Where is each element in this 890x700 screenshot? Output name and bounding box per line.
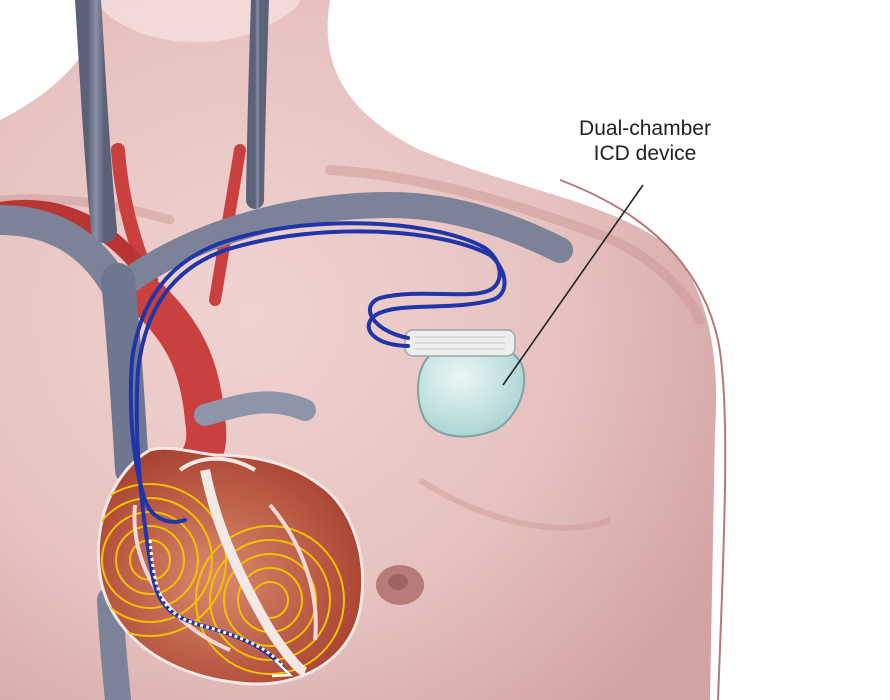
- shock-coil: [148, 539, 284, 666]
- collarbone-right: [325, 165, 705, 325]
- callout-line-2: ICD device: [593, 142, 697, 165]
- pulmonary-branch: [194, 391, 316, 426]
- lead-tip-arrow: [271, 659, 293, 678]
- septum: [200, 469, 308, 677]
- jugular-vein-left: [75, 0, 117, 243]
- jugular-vein-right: [246, 0, 269, 209]
- shoulder-edge: [559, 179, 727, 700]
- left-ventricle-cavity: [268, 503, 318, 641]
- inferior-vena-cava: [97, 587, 131, 700]
- pectoral-shading: [418, 477, 612, 531]
- icd-device-label: Dual-chamber ICD device: [540, 116, 750, 166]
- superior-vena-cava: [101, 263, 149, 487]
- callout-line-1: Dual-chamber: [579, 117, 711, 140]
- callout-pointer: [502, 184, 644, 386]
- subclavian-vein: [117, 191, 573, 293]
- icd-device: [404, 329, 526, 438]
- lead-atrial: [128, 221, 502, 524]
- neck-shading: [95, 0, 300, 43]
- heart-valve: [178, 456, 257, 472]
